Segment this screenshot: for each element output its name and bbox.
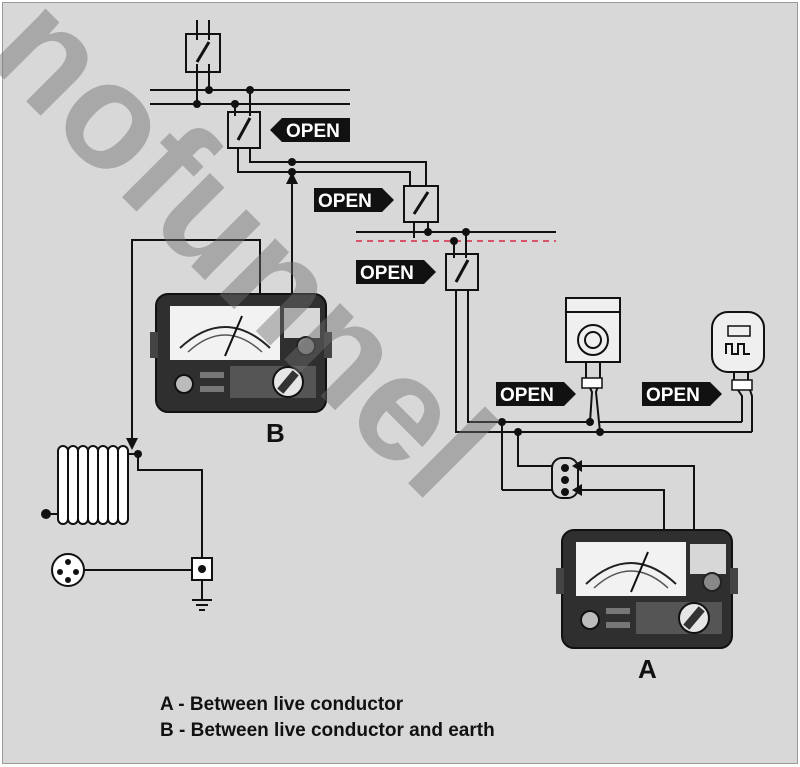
insulation-tester-b xyxy=(149,293,333,413)
open-arrow-label: OPEN xyxy=(646,385,700,406)
main-switch-top xyxy=(185,20,221,104)
socket-outlet-icon xyxy=(51,553,194,587)
insulation-tester-a xyxy=(555,529,739,649)
open-arrow-3: OPEN xyxy=(356,260,436,284)
legend-b: B - Between live conductor and earth xyxy=(160,720,495,741)
open-arrow-2: OPEN xyxy=(314,188,394,212)
earth-terminal-icon xyxy=(191,557,213,611)
open-arrow-1: OPEN xyxy=(270,118,350,142)
open-arrow-5: OPEN xyxy=(642,382,722,406)
meter-b-leads xyxy=(126,172,298,450)
open-arrow-label: OPEN xyxy=(360,263,414,284)
switch-2 xyxy=(227,90,427,186)
open-arrow-label: OPEN xyxy=(318,191,372,212)
water-heater-icon xyxy=(711,311,765,432)
legend-a: A - Between live conductor xyxy=(160,694,404,715)
distribution-bus xyxy=(356,228,556,245)
meter-a-label: A xyxy=(638,654,657,684)
washing-machine-icon xyxy=(565,297,621,433)
radiator-icon xyxy=(41,445,203,560)
meter-a-leads xyxy=(501,422,695,536)
open-arrow-label: OPEN xyxy=(500,385,554,406)
switch-3 xyxy=(403,185,439,238)
open-arrow-label: OPEN xyxy=(286,121,340,142)
meter-b-label: B xyxy=(266,418,285,448)
open-arrow-4: OPEN xyxy=(496,382,576,406)
